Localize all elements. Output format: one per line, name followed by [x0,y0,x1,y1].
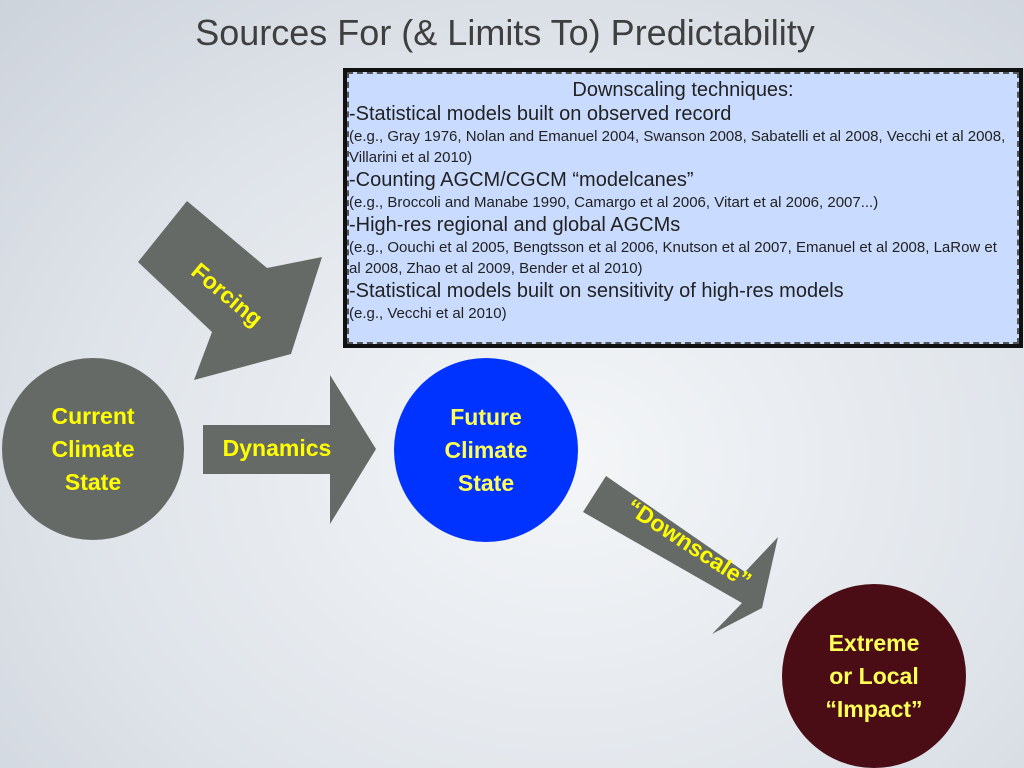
technique-label: -High-res regional and global AGCMs [349,214,681,236]
forcing-arrow: Forcing [138,201,322,380]
technique-references: (e.g., Broccoli and Manabe 1990, Camargo… [349,194,879,211]
technique-item: -High-res regional and global AGCMs (e.g… [347,213,1019,279]
technique-label: -Statistical models built on observed re… [349,103,732,125]
dynamics-arrow: Dynamics [203,375,376,524]
slide-title: Sources For (& Limits To) Predictability [195,12,815,53]
technique-references: (e.g., Gray 1976, Nolan and Emanuel 2004… [349,128,1006,166]
technique-item: -Statistical models built on observed re… [347,102,1019,168]
downscale-arrow: “Downscale” [583,476,778,634]
current-climate-state-node: Current Climate State [2,358,184,540]
technique-item: -Statistical models built on sensitivity… [347,279,1019,324]
technique-label: -Counting AGCM/CGCM “modelcanes” [349,169,694,191]
dynamics-arrow-label: Dynamics [223,435,332,461]
technique-label: -Statistical models built on sensitivity… [349,280,844,302]
extreme-local-impact-node: Extreme or Local “Impact” [782,584,966,768]
technique-references: (e.g., Oouchi et al 2005, Bengtsson et a… [349,239,997,277]
box-title: Downscaling techniques: [572,79,794,101]
technique-item: -Counting AGCM/CGCM “modelcanes” (e.g., … [347,168,1019,213]
technique-references: (e.g., Vecchi et al 2010) [349,305,507,322]
future-climate-state-node: Future Climate State [394,358,578,542]
downscaling-techniques-box: Downscaling techniques: -Statistical mod… [343,68,1023,348]
